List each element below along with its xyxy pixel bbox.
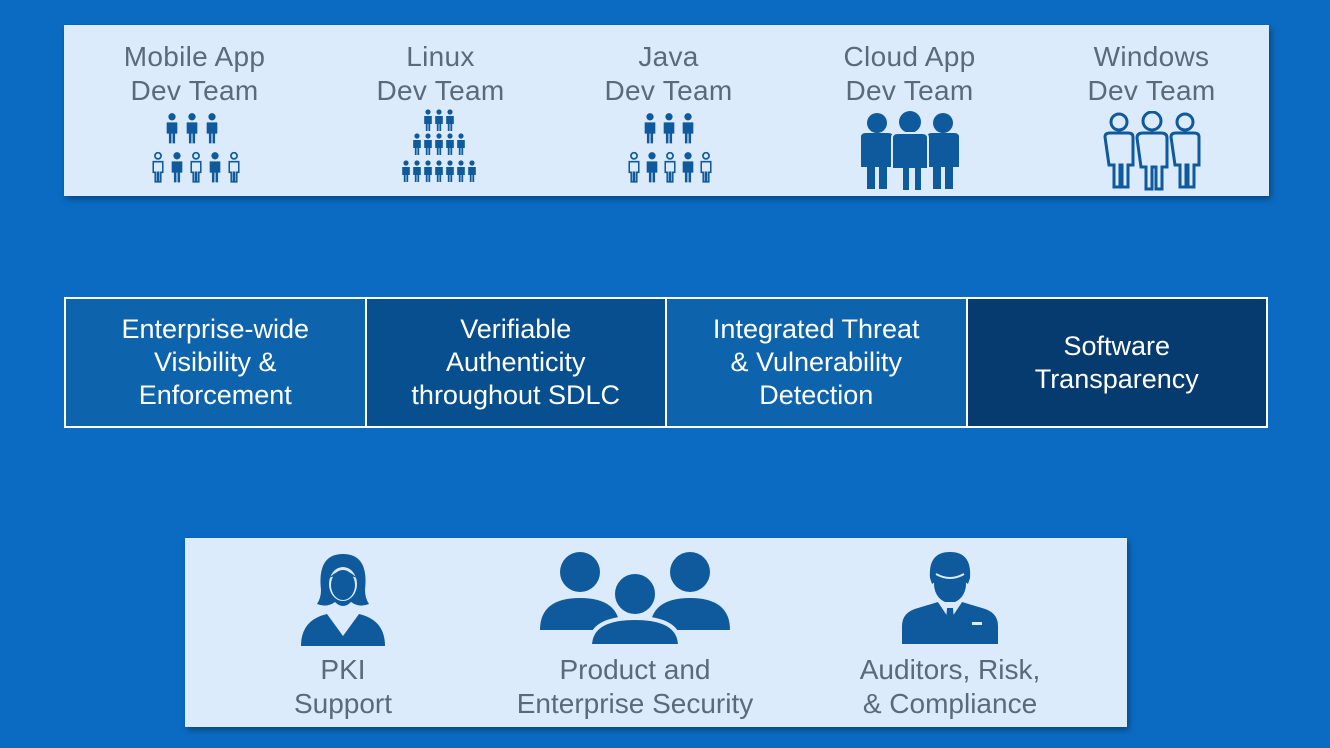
pillar-line: throughout SDLC bbox=[411, 380, 621, 410]
pillar-line: Software bbox=[1063, 330, 1171, 361]
pillar-line: Transparency bbox=[1034, 363, 1199, 394]
role-label-line1: PKI bbox=[320, 654, 366, 685]
pillar-verifiable-authenticity: Verifiable Authenticity throughout SDLC bbox=[366, 299, 667, 426]
role-label: Auditors, Risk, & Compliance bbox=[835, 653, 1065, 721]
pillar-software-transparency: Software Transparency bbox=[967, 299, 1266, 426]
team-name-line1: Java bbox=[638, 41, 699, 72]
team-name-line2: Dev Team bbox=[376, 75, 505, 106]
role-label-line1: Auditors, Risk, bbox=[859, 654, 1041, 685]
role-label-line1: Product and bbox=[559, 654, 711, 685]
team-name-line2: Dev Team bbox=[604, 75, 733, 106]
role-label: Product and Enterprise Security bbox=[485, 653, 785, 721]
three-people-solid-icon bbox=[789, 111, 1030, 191]
role-label: PKI Support bbox=[243, 653, 443, 721]
team-name-line2: Dev Team bbox=[130, 75, 259, 106]
team-label: Java Dev Team bbox=[548, 40, 789, 108]
team-label: Cloud App Dev Team bbox=[789, 40, 1030, 108]
small-team-group-icon bbox=[548, 109, 789, 189]
team-label: Mobile App Dev Team bbox=[74, 40, 315, 108]
pillar-line: Verifiable bbox=[460, 314, 572, 344]
team-name-line1: Mobile App bbox=[123, 41, 266, 72]
role-label-line2: & Compliance bbox=[862, 688, 1038, 719]
role-auditors-risk-compliance: Auditors, Risk, & Compliance bbox=[835, 538, 1065, 727]
role-product-enterprise-security: Product and Enterprise Security bbox=[485, 538, 785, 727]
pillar-line: & Vulnerability bbox=[730, 347, 903, 377]
team-name-line1: Linux bbox=[406, 41, 475, 72]
pillar-line: Enforcement bbox=[138, 380, 292, 410]
pillar-line: Integrated Threat bbox=[712, 314, 920, 344]
team-label: Linux Dev Team bbox=[320, 40, 561, 108]
team-windows: Windows Dev Team bbox=[1031, 25, 1272, 196]
team-cloud-app: Cloud App Dev Team bbox=[789, 25, 1030, 196]
businessman-icon bbox=[835, 548, 1065, 646]
role-label-line2: Support bbox=[293, 688, 393, 719]
large-team-pyramid-icon bbox=[320, 109, 561, 189]
team-linux: Linux Dev Team bbox=[320, 25, 561, 196]
team-name-line1: Windows bbox=[1093, 41, 1210, 72]
woman-user-icon bbox=[243, 550, 443, 646]
three-people-outline-icon bbox=[1031, 111, 1272, 191]
group-users-icon bbox=[485, 550, 785, 646]
support-roles-panel: PKI Support Product and Enterprise Secur… bbox=[185, 538, 1127, 727]
team-java: Java Dev Team bbox=[548, 25, 789, 196]
pillar-line: Authenticity bbox=[445, 347, 586, 377]
pillar-visibility-enforcement: Enterprise-wide Visibility & Enforcement bbox=[66, 299, 367, 426]
small-team-group-icon bbox=[74, 109, 315, 189]
pillar-line: Visibility & bbox=[153, 347, 277, 377]
role-pki-support: PKI Support bbox=[243, 538, 443, 727]
pillar-line: Enterprise-wide bbox=[121, 314, 310, 344]
pillar-line: Detection bbox=[759, 380, 874, 410]
capability-pillars: Enterprise-wide Visibility & Enforcement… bbox=[64, 297, 1268, 428]
role-label-line2: Enterprise Security bbox=[516, 688, 754, 719]
team-mobile-app: Mobile App Dev Team bbox=[74, 25, 315, 196]
team-name-line1: Cloud App bbox=[843, 41, 976, 72]
team-name-line2: Dev Team bbox=[845, 75, 974, 106]
pillar-threat-detection: Integrated Threat & Vulnerability Detect… bbox=[667, 299, 968, 426]
team-label: Windows Dev Team bbox=[1031, 40, 1272, 108]
dev-teams-panel: Mobile App Dev Team Linux Dev Team bbox=[64, 25, 1269, 196]
team-name-line2: Dev Team bbox=[1087, 75, 1216, 106]
